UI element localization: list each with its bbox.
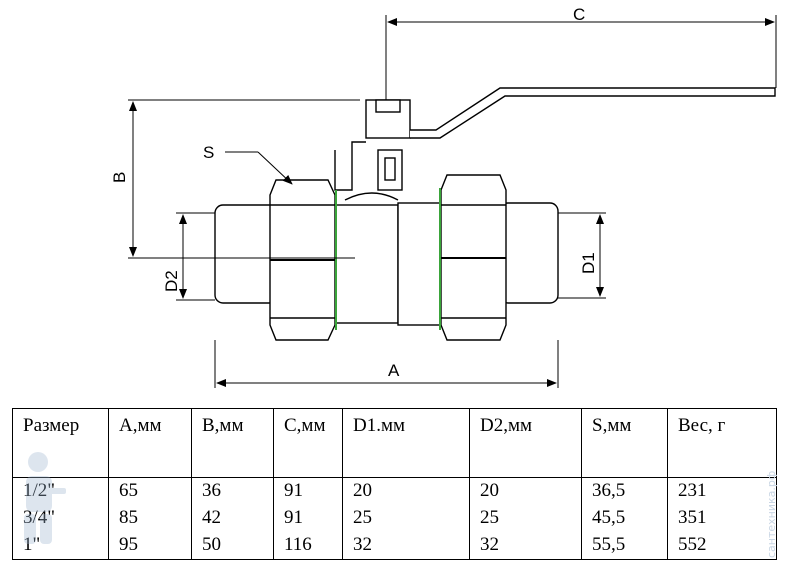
table-cell: 20 — [469, 477, 582, 505]
table-cell: 65 — [108, 477, 192, 505]
watermark-text: сантехника.рф — [765, 470, 778, 558]
header-cell: D2,мм — [469, 408, 582, 478]
valve-body — [214, 87, 776, 341]
dim-label-s: S — [203, 143, 214, 162]
header-cell: A,мм — [108, 408, 192, 478]
table-row: 1" 95 50 116 32 32 55,5 552 — [12, 532, 777, 560]
header-cell: S,мм — [581, 408, 668, 478]
table-row: 3/4" 85 42 91 25 25 45,5 351 — [12, 505, 777, 532]
table-cell: 42 — [191, 505, 274, 532]
table-cell: 116 — [273, 532, 343, 560]
dim-label-d2: D2 — [162, 270, 181, 292]
header-cell: Вес, г — [667, 408, 777, 478]
dim-label-d1: D1 — [579, 252, 598, 274]
table-cell: 25 — [342, 505, 470, 532]
table-cell: 32 — [342, 532, 470, 560]
dim-label-a: A — [388, 361, 400, 380]
table-cell: 45,5 — [581, 505, 668, 532]
dimension-lines — [128, 15, 777, 388]
table-cell: 32 — [469, 532, 582, 560]
header-cell: C,мм — [273, 408, 343, 478]
header-cell: B,мм — [191, 408, 274, 478]
table-cell: 552 — [667, 532, 777, 560]
dim-label-c: C — [573, 5, 585, 24]
table-cell: 85 — [108, 505, 192, 532]
table-cell: 50 — [191, 532, 274, 560]
ball-valve-drawing: A B C D1 D2 S — [110, 5, 777, 388]
dim-label-b: B — [110, 172, 129, 183]
table-cell: 25 — [469, 505, 582, 532]
header-cell: D1.мм — [342, 408, 470, 478]
table-cell: 3/4" — [12, 505, 109, 532]
gasket-marks — [335, 188, 441, 330]
table-cell: 36,5 — [581, 477, 668, 505]
plumber-mascot-icon — [24, 452, 66, 544]
table-cell: 55,5 — [581, 532, 668, 560]
header-cell: Размер — [12, 408, 109, 478]
table-cell: 351 — [667, 505, 777, 532]
table-cell: 36 — [191, 477, 274, 505]
table-cell: 1/2" — [12, 477, 109, 505]
table-cell: 91 — [273, 477, 343, 505]
table-cell: 231 — [667, 477, 777, 505]
table-row: 1/2" 65 36 91 20 20 36,5 231 — [12, 477, 777, 505]
table-cell: 95 — [108, 532, 192, 560]
spec-table: Размер A,мм B,мм C,мм D1.мм D2,мм S,мм В… — [12, 408, 777, 560]
table-cell: 91 — [273, 505, 343, 532]
table-header-row: Размер A,мм B,мм C,мм D1.мм D2,мм S,мм В… — [12, 408, 777, 478]
table-cell: 20 — [342, 477, 470, 505]
table-cell: 1" — [12, 532, 109, 560]
